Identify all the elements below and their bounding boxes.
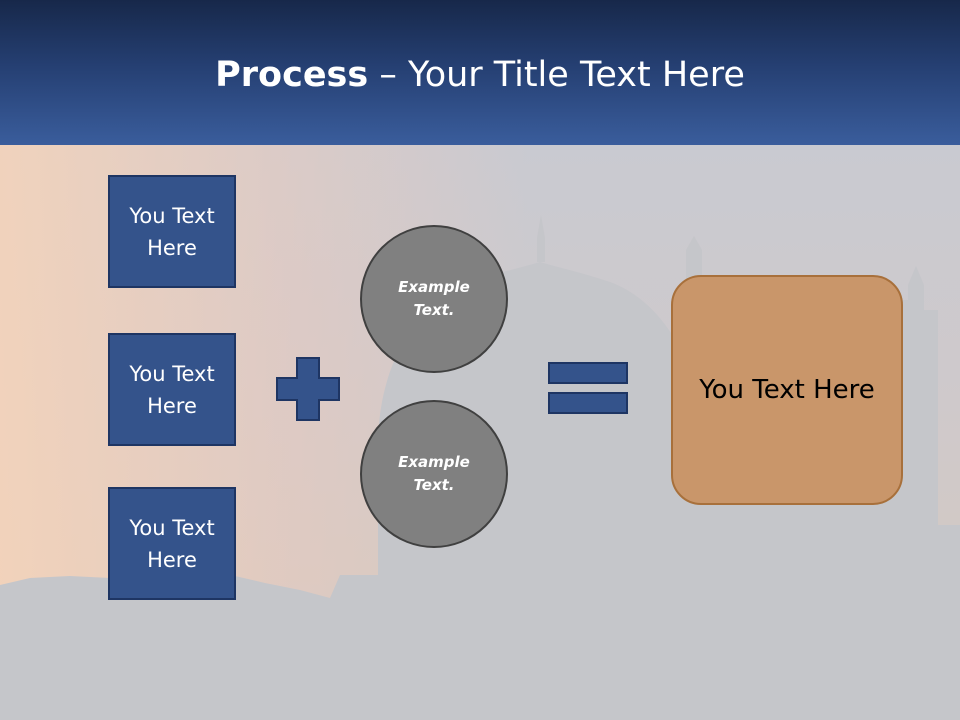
input-box-3[interactable]: You Text Here <box>108 487 236 600</box>
plus-icon <box>276 357 340 421</box>
title-bold: Process <box>215 55 369 95</box>
example-circle-1[interactable]: Example Text. <box>360 225 508 373</box>
title-bar <box>0 0 960 145</box>
slide-title: Process – Your Title Text Here <box>0 52 960 98</box>
input-box-2[interactable]: You Text Here <box>108 333 236 446</box>
equals-icon <box>548 362 628 414</box>
result-box[interactable]: You Text Here <box>671 275 903 505</box>
example-circle-2[interactable]: Example Text. <box>360 400 508 548</box>
input-box-1[interactable]: You Text Here <box>108 175 236 288</box>
title-rest: – Your Title Text Here <box>368 55 745 95</box>
